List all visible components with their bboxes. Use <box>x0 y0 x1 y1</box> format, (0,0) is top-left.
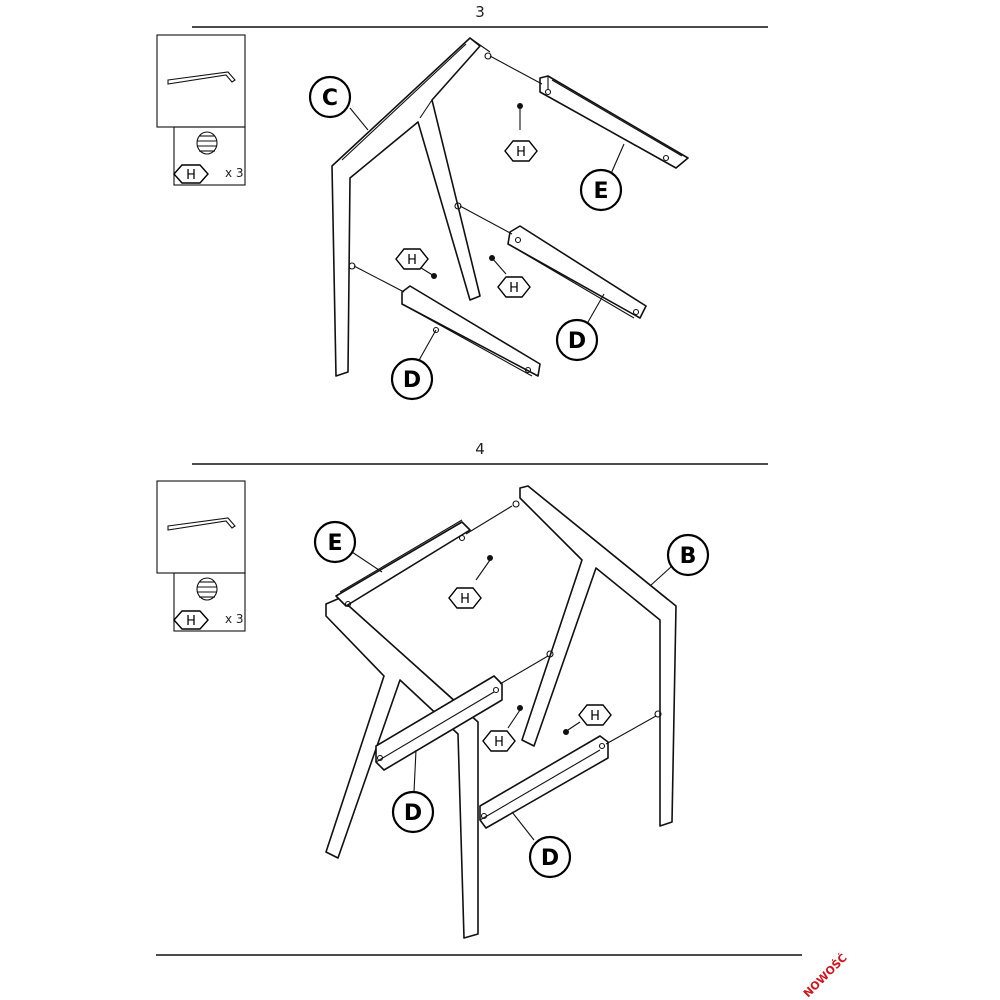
hex-label-h: H <box>395 248 429 270</box>
fastener-box <box>173 572 246 632</box>
side-frame-front <box>325 597 479 939</box>
hex-label-h: H <box>482 730 516 752</box>
brand-mark: NOWOŚĆ <box>801 951 850 1000</box>
svg-text:B: B <box>680 544 697 569</box>
fastener-hex-icon <box>173 610 209 630</box>
fastener-label: H <box>186 614 196 629</box>
rail-d-left <box>375 675 503 771</box>
fastener-quantity: x 3 <box>225 612 244 626</box>
fastener-label: H <box>186 168 196 183</box>
step-4: 4 H x 3 <box>156 440 768 939</box>
svg-text:H: H <box>494 735 504 750</box>
callout-d-lower: D <box>390 357 434 401</box>
allen-key-icon <box>167 517 236 531</box>
callout-d-left: D <box>391 790 435 834</box>
svg-text:D: D <box>403 368 421 393</box>
svg-text:D: D <box>404 801 422 826</box>
step-number: 3 <box>475 3 485 21</box>
barrel-nut-icon <box>196 131 218 155</box>
fastener-hex-icon <box>173 164 209 184</box>
side-frame-c <box>331 37 492 377</box>
rail-e <box>539 75 689 169</box>
tool-kit-panel: H x 3 <box>156 34 246 186</box>
callout-leaders <box>349 107 625 363</box>
svg-text:E: E <box>593 179 608 204</box>
svg-text:D: D <box>568 329 586 354</box>
svg-text:H: H <box>516 145 526 160</box>
callout-d-front: D <box>528 835 572 879</box>
step-number: 4 <box>475 440 485 458</box>
svg-text:H: H <box>460 592 470 607</box>
side-frame-b <box>512 485 677 827</box>
rail-d-upper <box>507 225 647 319</box>
svg-text:H: H <box>407 253 417 268</box>
hex-label-h: H <box>578 704 612 726</box>
fastener-quantity: x 3 <box>225 166 244 180</box>
callout-leaders <box>351 551 673 841</box>
svg-text:H: H <box>590 709 600 724</box>
rail-e <box>335 519 471 608</box>
callout-b: B <box>666 533 710 577</box>
callout-c: C <box>308 75 352 119</box>
rail-d-lower <box>401 285 541 377</box>
tool-kit-panel: H x 3 <box>156 480 246 632</box>
callout-d-upper: D <box>555 318 599 362</box>
rail-d-front <box>479 735 609 829</box>
svg-text:C: C <box>322 86 338 111</box>
step-3: 3 H x 3 <box>156 3 768 401</box>
hex-label-h: H <box>497 276 531 298</box>
dowel-guides <box>465 505 657 745</box>
svg-text:D: D <box>541 846 559 871</box>
svg-text:E: E <box>327 531 342 556</box>
svg-text:H: H <box>509 281 519 296</box>
fastener-box <box>173 126 246 186</box>
hex-label-h: H <box>448 587 482 609</box>
callout-e: E <box>313 520 357 564</box>
dowel-guides <box>353 55 543 293</box>
allen-key-icon <box>167 71 236 85</box>
callout-e: E <box>579 168 623 212</box>
barrel-nut-icon <box>196 577 218 601</box>
hex-label-h: H <box>504 140 538 162</box>
